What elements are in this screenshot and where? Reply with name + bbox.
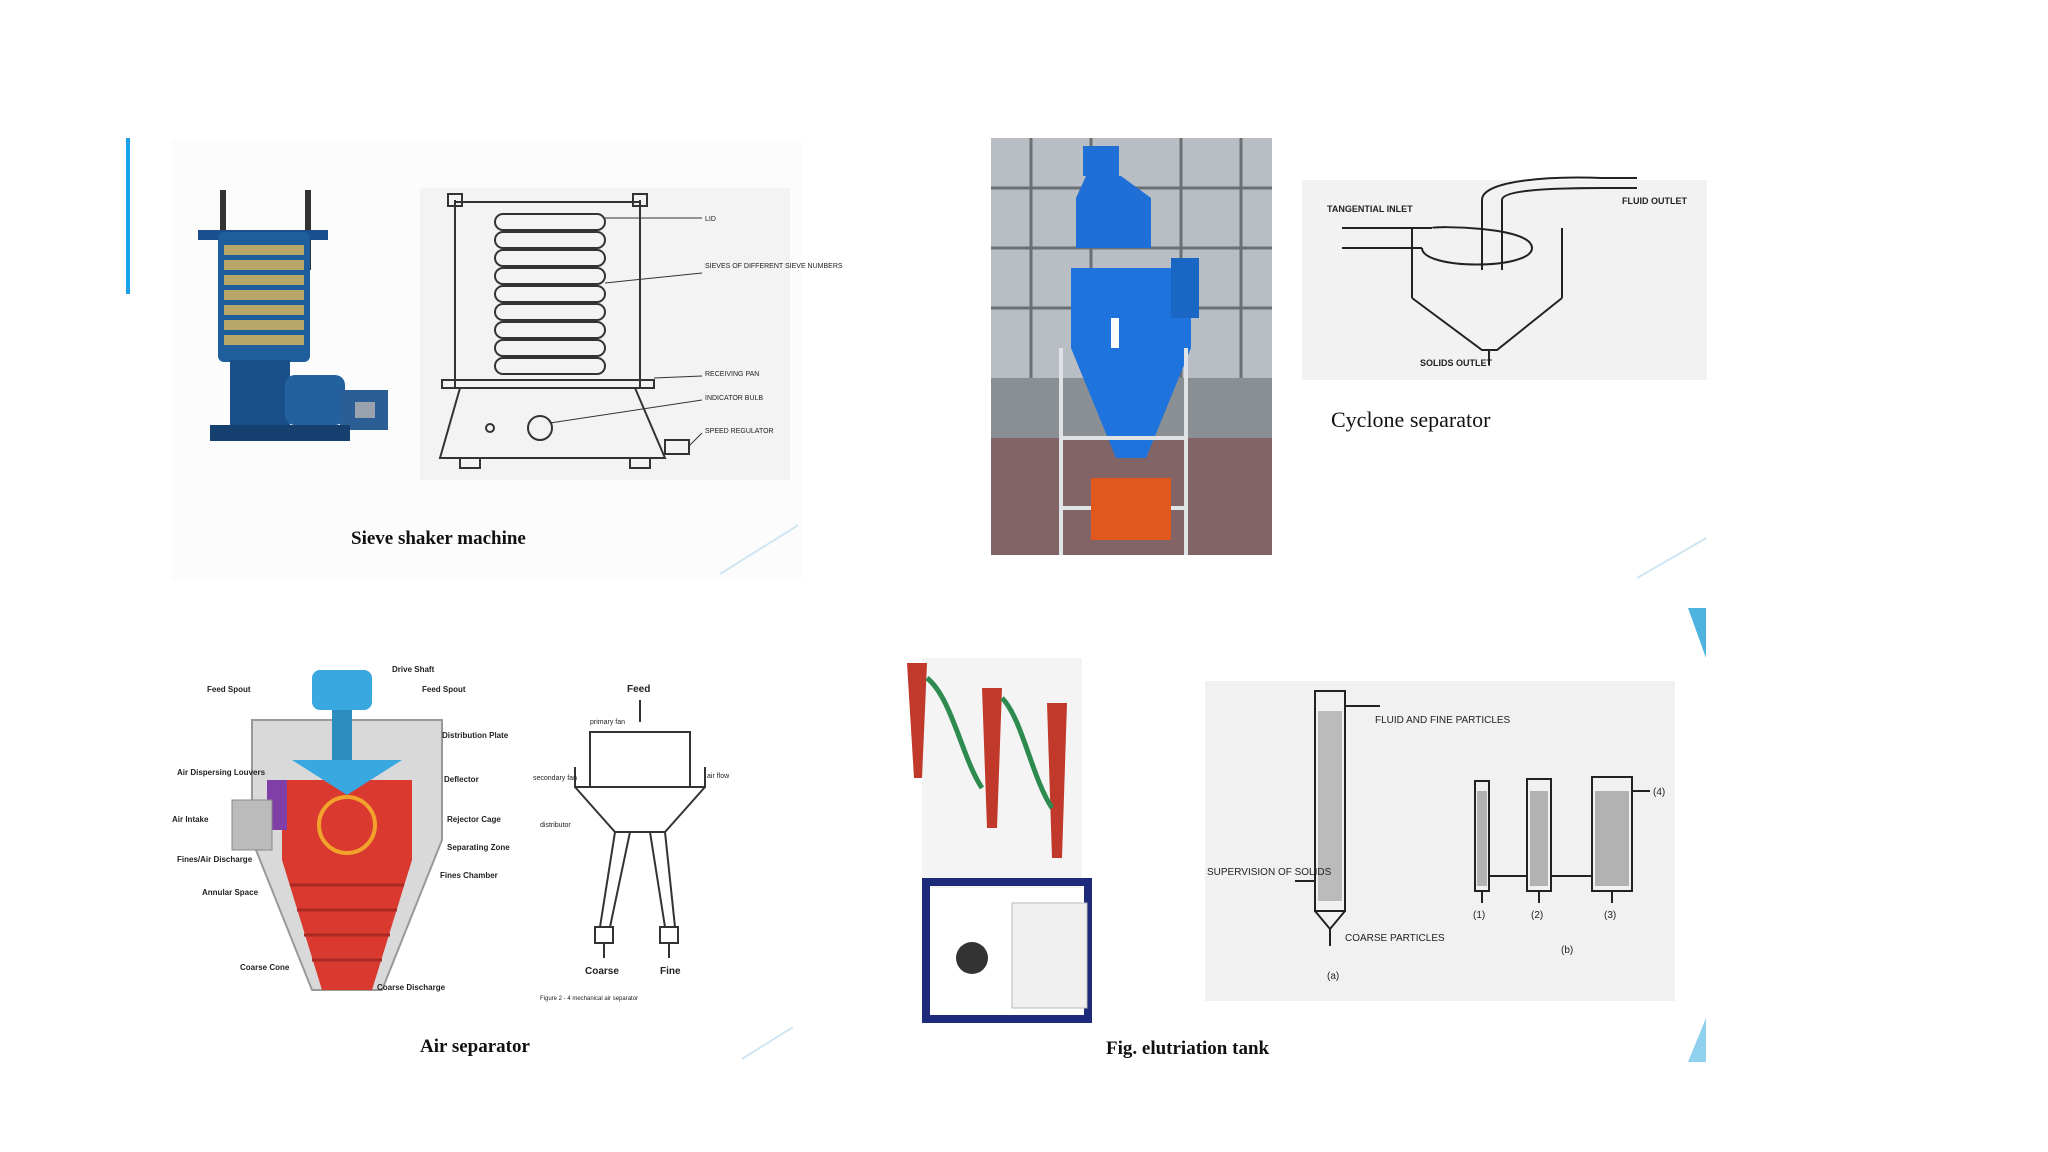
air-label-fines-chamber: Fines Chamber (440, 871, 498, 880)
sieve-shaker-caption: Sieve shaker machine (351, 528, 526, 549)
air-label-rejector: Rejector Cage (447, 815, 501, 824)
air-label-feed-spout-left: Feed Spout (207, 685, 251, 694)
cyclone-separator-diagram: TANGENTIAL INLET FLUID OUTLET SOLIDS OUT… (1302, 176, 1707, 380)
elutriation-label-b: (b) (1561, 945, 1573, 956)
cyclone-label-inlet: TANGENTIAL INLET (1327, 204, 1413, 214)
sieve-shaker-photo (198, 190, 388, 441)
air-label-feed-spout-right: Feed Spout (422, 685, 466, 694)
air-label-drive-shaft: Drive Shaft (392, 665, 435, 674)
air-diagram-coarse: Coarse (585, 966, 619, 977)
air-separator-callouts: Drive Shaft Feed Spout Feed Spout Distri… (172, 665, 510, 992)
elutriation-label-a: (a) (1327, 971, 1339, 982)
elutriation-caption: Fig. elutriation tank (1106, 1038, 1270, 1059)
elutriation-label-4: (4) (1653, 787, 1665, 798)
elutriation-label-2: (2) (1531, 910, 1543, 921)
decorative-line (741, 1026, 794, 1060)
air-label-fines-discharge: Fines/Air Discharge (177, 855, 253, 864)
air-label-coarse-cone: Coarse Cone (240, 963, 290, 972)
cyclone-separator-caption: Cyclone separator (1331, 407, 1491, 432)
elutriation-diagram: FLUID AND FINE PARTICLES SUPERVISION OF … (1205, 681, 1675, 1001)
elutriation-label-fluid-fine: FLUID AND FINE PARTICLES (1375, 715, 1511, 726)
air-separator-caption: Air separator (420, 1036, 530, 1057)
decorative-accent-shape (1688, 608, 1706, 1062)
sieve-label-pan: RECEIVING PAN (705, 371, 759, 378)
air-label-deflector: Deflector (444, 775, 479, 784)
air-diagram-secondary-fan: secondary fan (533, 775, 577, 782)
air-diagram-distributor: distributor (540, 822, 571, 829)
sieve-shaker-diagram: LID SIEVES OF DIFFERENT SIEVE NUMBERS RE… (420, 188, 843, 480)
air-label-intake: Air Intake (172, 815, 209, 824)
cyclone-label-solids-outlet: SOLIDS OUTLET (1420, 358, 1493, 368)
air-label-coarse-discharge: Coarse Discharge (377, 983, 446, 992)
slide-accent-bar (126, 138, 130, 294)
cyclone-separator-photo (991, 138, 1272, 555)
cyclone-label-fluid-outlet: FLUID OUTLET (1622, 196, 1687, 206)
sieve-label-lid: LID (705, 216, 716, 223)
elutriation-label-3: (3) (1604, 910, 1616, 921)
elutriation-apparatus-photo (907, 658, 1092, 1023)
elutriation-label-supervision: SUPERVISION OF SOLIDS (1207, 867, 1332, 878)
air-diagram-figure-note: Figure 2 - 4 mechanical air separator (540, 996, 638, 1002)
elutriation-label-coarse: COARSE PARTICLES (1345, 933, 1445, 944)
air-label-annular: Annular Space (202, 888, 259, 897)
sieve-label-sieves: SIEVES OF DIFFERENT SIEVE NUMBERS (705, 263, 843, 270)
air-diagram-feed: Feed (627, 684, 650, 695)
sieve-label-bulb: INDICATOR BULB (705, 395, 763, 402)
air-separator-diagram: Feed primary fan secondary fan air flow … (533, 684, 730, 1002)
air-diagram-fine: Fine (660, 966, 681, 977)
air-label-separating-zone: Separating Zone (447, 843, 510, 852)
sieve-label-speed: SPEED REGULATOR (705, 428, 774, 435)
elutriation-label-1: (1) (1473, 910, 1485, 921)
air-separator-cutaway (231, 670, 443, 991)
air-label-distribution-plate: Distribution Plate (442, 731, 509, 740)
air-diagram-primary-fan: primary fan (590, 719, 625, 726)
air-diagram-air-flow: air flow (707, 773, 730, 780)
decorative-line (1636, 537, 1707, 579)
air-label-louvers: Air Dispersing Louvers (177, 768, 266, 777)
